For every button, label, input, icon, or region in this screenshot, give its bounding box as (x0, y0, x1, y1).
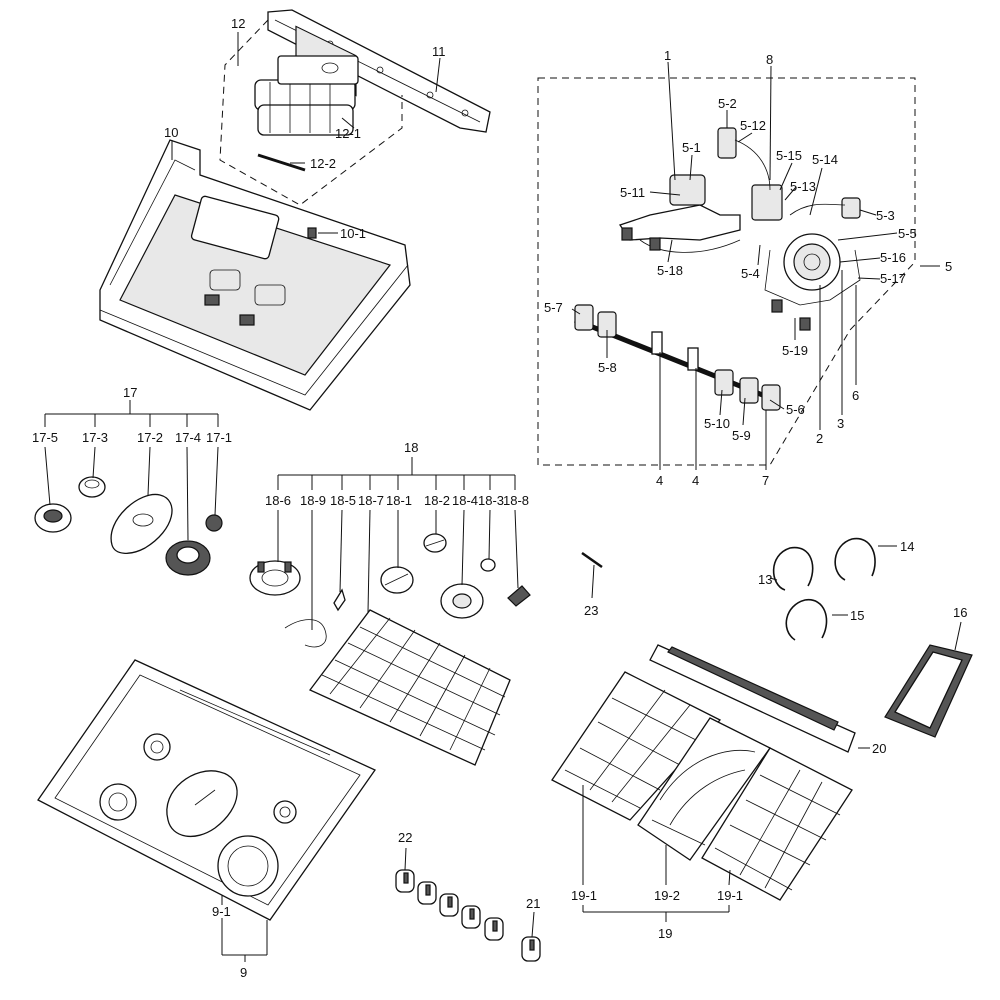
label-5-3: 5-3 (876, 208, 895, 223)
callout-labels: 12 11 12-1 12-2 10 10-1 1 8 5-2 5-12 5-1… (32, 16, 967, 980)
part-15-gasket (785, 599, 828, 641)
part-20-trim-strip (649, 644, 856, 753)
group-5-boundary (537, 77, 916, 466)
part-23-pin (581, 551, 603, 569)
part-14-gasket (834, 537, 876, 581)
label-18-2: 18-2 (424, 493, 450, 508)
part-12-2-rod (257, 153, 306, 172)
label-5-5: 5-5 (898, 226, 917, 241)
part-12-1-valve-manifold (254, 55, 359, 136)
label-1: 1 (664, 48, 671, 63)
label-5: 5 (945, 259, 952, 274)
part-19-1-left-grate (551, 671, 722, 821)
group-12-boundary (219, 19, 403, 206)
label-17-4: 17-4 (175, 430, 201, 445)
label-12-1: 12-1 (335, 126, 361, 141)
label-10: 10 (164, 125, 178, 140)
label-16: 16 (953, 605, 967, 620)
label-5-2: 5-2 (718, 96, 737, 111)
label-5-18: 5-18 (657, 263, 683, 278)
part-10-chassis (99, 139, 411, 411)
label-4-b: 4 (692, 473, 699, 488)
part-18-4-burner-ring (440, 583, 484, 619)
label-5-4: 5-4 (741, 266, 760, 281)
label-21: 21 (526, 896, 540, 911)
label-19: 19 (658, 926, 672, 941)
label-18-3: 18-3 (478, 493, 504, 508)
label-5-13: 5-13 (790, 179, 816, 194)
label-5-9: 5-9 (732, 428, 751, 443)
label-5-19: 5-19 (782, 343, 808, 358)
part-5-manifold-assembly (574, 127, 861, 411)
label-12: 12 (231, 16, 245, 31)
part-17-4-large-burner (165, 540, 211, 576)
label-18-4: 18-4 (452, 493, 478, 508)
label-23: 23 (584, 603, 598, 618)
label-18-7: 18-7 (358, 493, 384, 508)
part-18-7-wire-rack (308, 609, 511, 766)
label-22: 22 (398, 830, 412, 845)
label-14: 14 (900, 539, 914, 554)
label-17-2: 17-2 (137, 430, 163, 445)
part-18-9-wire (284, 619, 327, 648)
part-17-2-oval-burner (110, 493, 173, 554)
part-9-cooktop (37, 659, 376, 921)
label-10-1: 10-1 (340, 226, 366, 241)
label-15: 15 (850, 608, 864, 623)
label-5-17: 5-17 (880, 271, 906, 286)
part-22-knobs (395, 869, 504, 941)
label-5-7: 5-7 (544, 300, 563, 315)
label-18-9: 18-9 (300, 493, 326, 508)
part-16-griddle (884, 644, 973, 738)
label-5-8: 5-8 (598, 360, 617, 375)
label-2: 2 (816, 431, 823, 446)
label-18: 18 (404, 440, 418, 455)
label-13: 13 (758, 572, 772, 587)
label-9: 9 (240, 965, 247, 980)
label-18-6: 18-6 (265, 493, 291, 508)
part-18-5-clip (333, 588, 346, 612)
part-18-3-small-cap (480, 558, 496, 572)
label-9-1: 9-1 (212, 904, 231, 919)
label-3: 3 (837, 416, 844, 431)
label-5-16: 5-16 (880, 250, 906, 265)
leader-lines (44, 32, 962, 962)
label-11: 11 (432, 44, 446, 59)
label-12-2: 12-2 (310, 156, 336, 171)
label-5-10: 5-10 (704, 416, 730, 431)
part-18-6-wok-ring (249, 560, 301, 596)
label-17-5: 17-5 (32, 430, 58, 445)
part-18-8-igniter (507, 585, 531, 607)
label-19-1-right: 19-1 (717, 888, 743, 903)
label-17-1: 17-1 (206, 430, 232, 445)
label-18-1: 18-1 (386, 493, 412, 508)
label-17: 17 (123, 385, 137, 400)
label-5-6: 5-6 (786, 402, 805, 417)
part-21-knob (521, 936, 541, 962)
label-5-12: 5-12 (740, 118, 766, 133)
part-13-gasket (772, 546, 814, 591)
label-6: 6 (852, 388, 859, 403)
part-17-5-burner-base (34, 503, 72, 533)
part-18-1-cap (380, 566, 414, 594)
label-20: 20 (872, 741, 886, 756)
part-17-3-burner-cap (78, 476, 106, 498)
label-18-8: 18-8 (503, 493, 529, 508)
part-18-2-cap (423, 533, 447, 553)
label-5-15: 5-15 (776, 148, 802, 163)
label-8: 8 (766, 52, 773, 67)
label-19-2: 19-2 (654, 888, 680, 903)
part-19-1-right-grate (701, 747, 853, 901)
label-18-5: 18-5 (330, 493, 356, 508)
part-17-1-small-cap (205, 514, 223, 532)
label-17-3: 17-3 (82, 430, 108, 445)
label-5-11: 5-11 (620, 185, 645, 200)
label-4-a: 4 (656, 473, 663, 488)
label-5-1: 5-1 (682, 140, 701, 155)
label-7: 7 (762, 473, 769, 488)
label-19-1-left: 19-1 (571, 888, 597, 903)
label-5-14: 5-14 (812, 152, 838, 167)
